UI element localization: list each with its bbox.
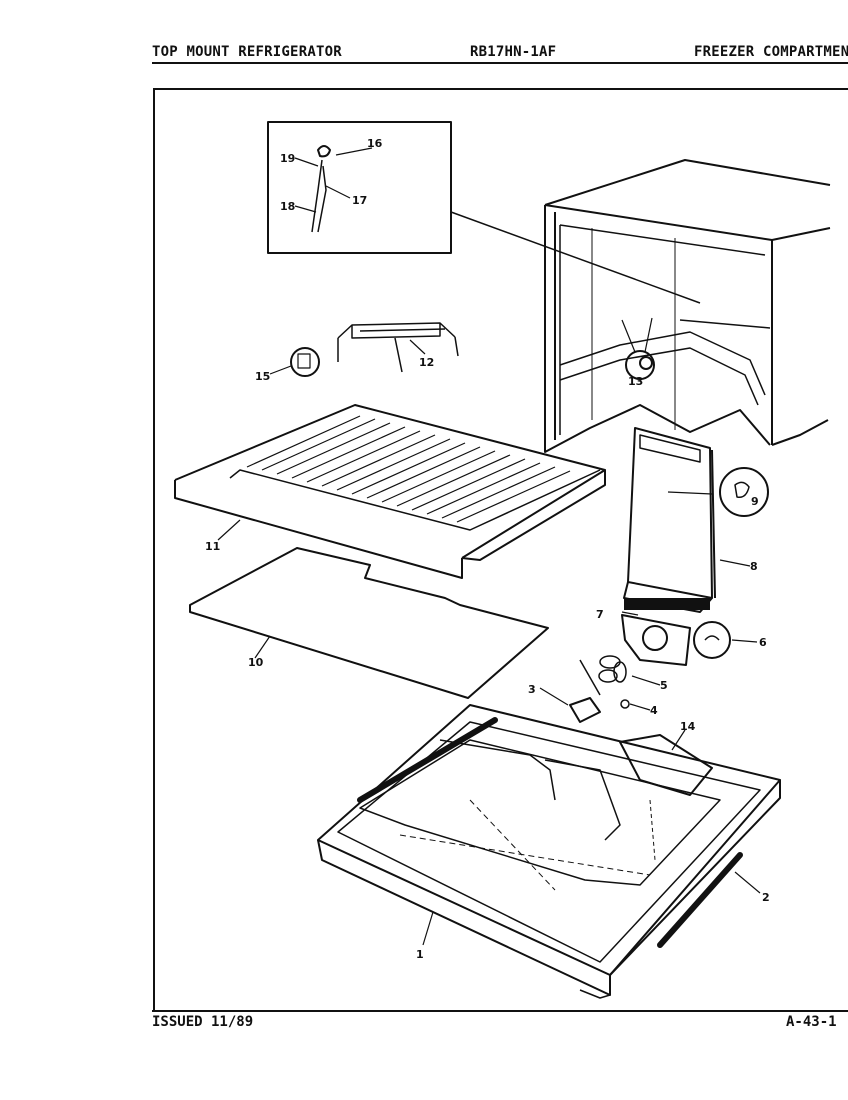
inset-leader [450, 211, 701, 304]
fan-bracket [621, 614, 691, 666]
header-model: RB17HN-1AF [470, 44, 557, 60]
light-socket-detail [311, 145, 331, 233]
callout-1: 1 [416, 948, 424, 961]
callout-19: 19 [280, 152, 295, 165]
callout-10: 10 [248, 656, 264, 669]
callout-5: 5 [660, 679, 668, 692]
callout-2: 2 [762, 891, 770, 904]
callout-18: 18 [280, 200, 295, 213]
callout-17: 17 [352, 194, 367, 207]
shelf-pad [189, 547, 549, 699]
air-divider [619, 734, 713, 796]
issued-date: ISSUED 11/89 [152, 1014, 254, 1030]
header-section: FREEZER COMPARTMEN [694, 44, 848, 60]
freezer-shelf [174, 404, 606, 579]
freezer-floor-pan [317, 704, 781, 999]
ice-tray-rack [337, 322, 459, 373]
motor-mount [569, 697, 601, 723]
evaporator-cover [623, 427, 716, 613]
grommet-icon [693, 621, 731, 659]
gasket-strip [357, 717, 498, 803]
callout-13: 13 [628, 375, 643, 388]
callout-14: 14 [680, 720, 696, 733]
bulb-icon [290, 347, 320, 377]
gasket-strip-right [657, 852, 743, 948]
callout-11: 11 [205, 540, 220, 553]
footer-rule [152, 1010, 848, 1012]
inset-detail-box [267, 121, 452, 254]
callout-15: 15 [255, 370, 270, 383]
callout-9: 9 [751, 495, 759, 508]
diagram-frame [153, 88, 848, 1010]
callout-3: 3 [528, 683, 536, 696]
page-code: A-43-1 [786, 1014, 837, 1030]
callout-6: 6 [759, 636, 767, 649]
wire-harness-clip-icon [719, 467, 769, 517]
callout-8: 8 [750, 560, 758, 573]
shelf-wires [246, 415, 571, 523]
callout-16: 16 [367, 137, 383, 150]
thermostat-knob [625, 350, 655, 380]
fan-blade-icon [598, 655, 627, 683]
fan-motor-icon [642, 625, 668, 651]
header-rule [152, 62, 848, 64]
callout-12: 12 [419, 356, 434, 369]
callout-4: 4 [650, 704, 658, 717]
callout-7: 7 [596, 608, 604, 621]
freezer-cabinet [544, 159, 831, 453]
header-title: TOP MOUNT REFRIGERATOR [152, 44, 342, 60]
